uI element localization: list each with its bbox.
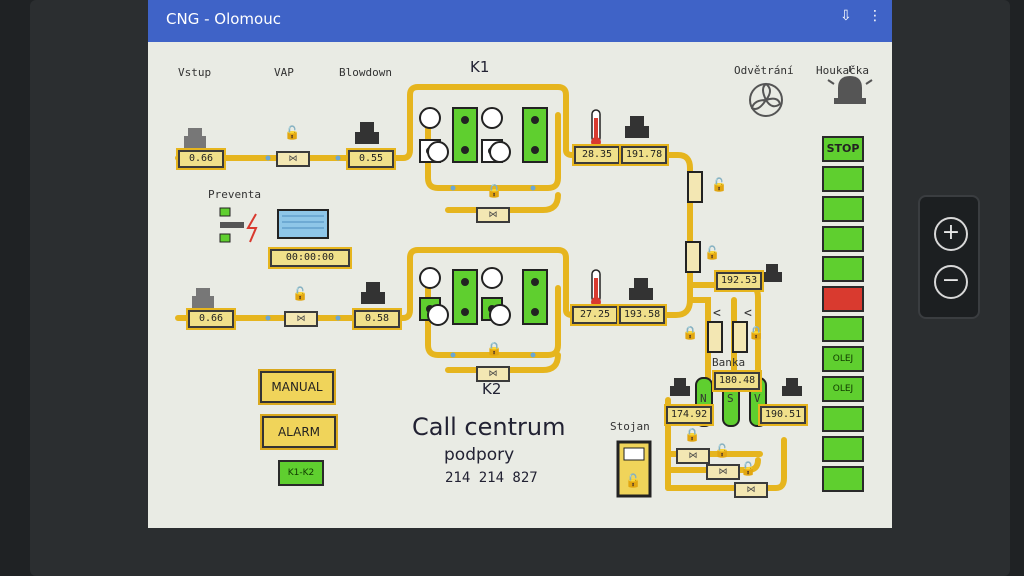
stojan-valve-3[interactable]: ⋈ bbox=[734, 482, 768, 498]
unlock-icon: 🔓 bbox=[284, 126, 301, 141]
k2-vap-valve[interactable]: ⋈ bbox=[284, 311, 318, 327]
stojan-lock-icon: 🔓 bbox=[625, 474, 642, 489]
call-centrum-subtitle: podpory bbox=[444, 445, 515, 465]
window-title: CNG - Olomouc bbox=[166, 10, 281, 28]
label-preventa: Preventa bbox=[208, 188, 261, 201]
panel-button-oil[interactable]: OLEJ bbox=[822, 346, 864, 372]
k2-bypass-valve[interactable]: ⋈ bbox=[476, 366, 510, 382]
stojan-valve-2[interactable]: ⋈ bbox=[706, 464, 740, 480]
tank-label-s: S bbox=[727, 392, 734, 405]
junction-pressure: 192.53 bbox=[716, 272, 763, 290]
alarm-button[interactable]: ALARM bbox=[262, 416, 336, 448]
k1-k2-button[interactable]: K1-K2 bbox=[278, 460, 324, 486]
unlock-icon: 🔓 bbox=[704, 246, 721, 261]
hardware-zoom-panel: + − bbox=[918, 195, 980, 319]
unlock-icon: 🔓 bbox=[714, 444, 731, 459]
stop-button[interactable]: STOP bbox=[822, 136, 864, 162]
panel-button-cooler[interactable] bbox=[822, 256, 864, 282]
label-k2: K2 bbox=[482, 380, 502, 398]
k1-temperature: 28.35 bbox=[574, 146, 620, 164]
arrow-left-indicator: < bbox=[713, 306, 721, 321]
unlock-icon: 🔓 bbox=[292, 287, 309, 302]
tank-label-v: V bbox=[754, 392, 761, 405]
compressor-group-k2 bbox=[419, 267, 548, 326]
arrow-left-indicator: < bbox=[744, 306, 752, 321]
label-stojan: Stojan bbox=[610, 420, 650, 433]
panel-button-spray[interactable] bbox=[822, 406, 864, 432]
tank-label-n: N bbox=[700, 392, 707, 405]
lock-icon: 🔒 bbox=[486, 342, 503, 357]
pressure-sensor-icons bbox=[184, 116, 802, 396]
ventilation-fan-icon bbox=[749, 82, 783, 117]
label-houkacka: Houkačka bbox=[816, 64, 869, 77]
panel-button-heater[interactable] bbox=[822, 196, 864, 222]
label-k1: K1 bbox=[470, 58, 490, 76]
zoom-in-button[interactable]: + bbox=[934, 217, 968, 251]
k1-bypass-valve[interactable]: ⋈ bbox=[476, 207, 510, 223]
k2-temperature: 27.25 bbox=[572, 306, 618, 324]
label-odvetrani: Odvětrání bbox=[734, 64, 794, 77]
lock-icon: 🔒 bbox=[682, 326, 699, 341]
more-options-icon[interactable]: ⋮ bbox=[868, 8, 882, 24]
call-centrum-number: 214 214 827 bbox=[445, 470, 538, 486]
stojan-valve-1[interactable]: ⋈ bbox=[676, 448, 710, 464]
k2-input-pressure: 0.66 bbox=[188, 310, 234, 328]
unlock-icon: 🔓 bbox=[740, 462, 757, 477]
label-vap: VAP bbox=[274, 66, 294, 79]
manual-button[interactable]: MANUAL bbox=[260, 371, 334, 403]
download-icon[interactable]: ⇩ bbox=[840, 8, 852, 24]
hmi-screen: CNG - Olomouc ⇩ ⋮ bbox=[148, 0, 892, 528]
unlock-icon: 🔓 bbox=[711, 178, 728, 193]
label-vstup: Vstup bbox=[178, 66, 212, 79]
siren-icon bbox=[827, 66, 873, 104]
lock-icon: 🔒 bbox=[684, 428, 701, 443]
call-centrum-title: Call centrum bbox=[412, 413, 566, 441]
panel-button-line[interactable] bbox=[822, 316, 864, 342]
panel-button-compressor[interactable] bbox=[822, 226, 864, 252]
k1-input-pressure: 0.66 bbox=[178, 150, 224, 168]
thermometer-icons bbox=[591, 109, 601, 307]
panel-button-dots[interactable] bbox=[822, 466, 864, 492]
title-bar: CNG - Olomouc ⇩ ⋮ bbox=[148, 0, 892, 42]
label-banka: Banka bbox=[712, 356, 746, 369]
zoom-out-button[interactable]: − bbox=[934, 265, 968, 299]
panel-button-grid[interactable] bbox=[822, 436, 864, 462]
lock-icon: 🔒 bbox=[748, 326, 765, 341]
panel-button-fault[interactable] bbox=[822, 286, 864, 312]
panel-button-oil-pressure[interactable]: OLEJ bbox=[822, 376, 864, 402]
process-schematic bbox=[175, 66, 873, 498]
k2-output-pressure: 193.58 bbox=[619, 306, 666, 324]
compressor-group-k1 bbox=[419, 107, 548, 163]
stojan-dispenser bbox=[616, 440, 652, 498]
tank-v-pressure: 190.51 bbox=[760, 406, 807, 424]
k2-blowdown-pressure: 0.58 bbox=[354, 310, 400, 328]
preventa-unit bbox=[219, 207, 329, 243]
lock-icon: 🔒 bbox=[486, 184, 503, 199]
control-panel: STOP OLEJ OLEJ bbox=[812, 130, 872, 506]
tank-n-pressure: 174.92 bbox=[666, 406, 713, 424]
banka-pressure: 180.48 bbox=[714, 372, 761, 390]
k1-output-pressure: 191.78 bbox=[621, 146, 668, 164]
label-blowdown: Blowdown bbox=[339, 66, 392, 79]
vertical-valves bbox=[685, 171, 748, 353]
k1-vap-valve[interactable]: ⋈ bbox=[276, 151, 310, 167]
k1-blowdown-pressure: 0.55 bbox=[348, 150, 394, 168]
panel-button-level[interactable] bbox=[822, 166, 864, 192]
preventa-timer: 00:00:00 bbox=[270, 249, 350, 267]
